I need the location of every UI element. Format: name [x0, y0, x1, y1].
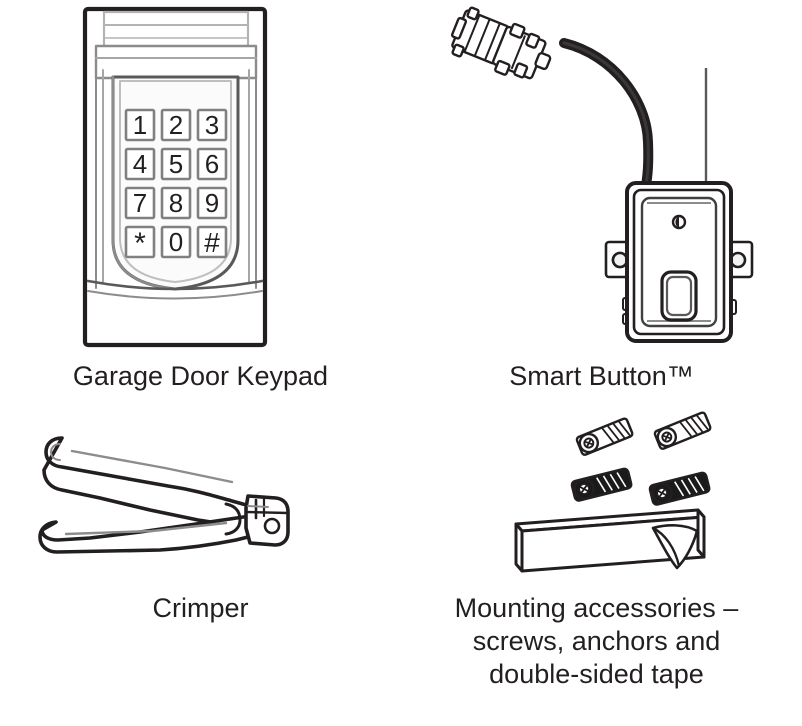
led-indicator — [671, 214, 687, 230]
tape-right-edge — [696, 508, 706, 559]
key-star: * — [134, 227, 146, 260]
keypad-keys — [124, 108, 228, 259]
item-mounting-accessories — [401, 400, 802, 726]
anchors — [570, 467, 711, 506]
key-1: 1 — [133, 110, 147, 140]
crimper-upper-groove — [70, 449, 234, 484]
item-crimper — [0, 400, 401, 726]
keypad-visor-lip — [94, 44, 258, 80]
key-hash: # — [204, 227, 220, 258]
crimper-pivot — [263, 517, 281, 535]
push-button — [660, 270, 698, 322]
key-6: 6 — [205, 149, 219, 179]
item-garage-door-keypad: 1 2 3 4 5 6 7 8 9 * 0 # — [0, 0, 401, 400]
double-sided-tape — [514, 508, 706, 573]
connector-clips — [450, 6, 552, 80]
smart-button-icon — [450, 6, 754, 343]
key-2: 2 — [169, 110, 183, 140]
item-smart-button — [401, 0, 802, 400]
smart-button-module — [604, 181, 754, 343]
key-9: 9 — [205, 188, 219, 218]
crimper-link — [224, 502, 242, 536]
caption-garage-door-keypad: Garage Door Keypad — [72, 361, 329, 391]
caption-crimper: Crimper — [152, 593, 249, 623]
caption-smart-button: Smart Button™ — [509, 361, 694, 391]
key-4: 4 — [133, 149, 147, 179]
key-7: 7 — [133, 188, 147, 218]
keypad-key-labels: 1 2 3 4 5 6 7 8 9 * 0 # — [133, 110, 220, 260]
caption-mounting-accessories: Mounting accessories – screws, anchors a… — [454, 593, 739, 689]
keypad-icon: 1 2 3 4 5 6 7 8 9 * 0 # — [82, 6, 268, 348]
keypad-faceplate-inner — [119, 80, 232, 283]
crimper-upper-handle — [42, 436, 264, 530]
key-0: 0 — [169, 227, 183, 257]
crimper-lower-groove — [64, 521, 228, 536]
mounting-accessories-icon — [514, 411, 712, 573]
key-5: 5 — [169, 149, 183, 179]
key-3: 3 — [205, 110, 219, 140]
key-8: 8 — [169, 188, 183, 218]
keypad-base-seam — [86, 279, 264, 291]
screws — [575, 411, 712, 456]
tape-peel-fold — [652, 526, 681, 567]
crimper-icon — [38, 436, 290, 554]
